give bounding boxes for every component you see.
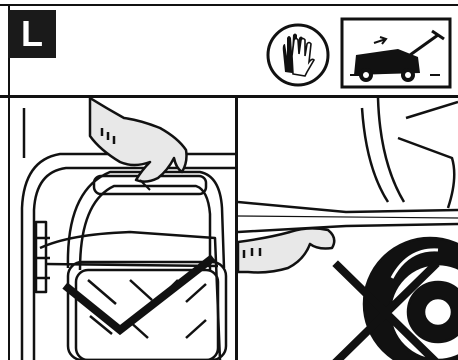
incorrect-grip-panel (238, 98, 458, 360)
lawn-mower-icon (340, 17, 452, 89)
gloves-icon (265, 22, 331, 88)
top-border (0, 4, 458, 6)
step-label: L (21, 13, 43, 55)
correct-grip-panel (10, 98, 235, 360)
step-badge: L (8, 10, 56, 58)
